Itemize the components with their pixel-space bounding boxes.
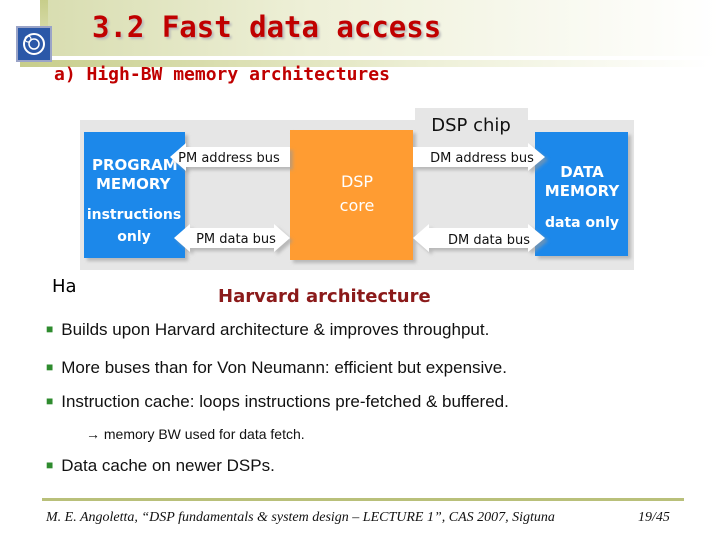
dsp-core-block [290,130,413,260]
pm-data-bus-arrow [174,224,290,252]
header-band [42,0,720,56]
dm-address-bus-arrow [413,143,545,171]
dsp-chip-label: DSP chip [431,115,511,136]
program-memory-label-1: PROGRAM [92,156,178,174]
slide-subtitle: a) High-BW memory architectures [54,64,390,85]
cern-logo-icon [16,26,52,62]
data-memory-label-2: MEMORY [545,182,621,200]
footer-divider [42,498,684,501]
dsp-chip-label-box [415,108,528,138]
bullet-item: ■ Builds upon Harvard architecture & impr… [46,320,489,340]
data-memory-note: data only [545,215,619,231]
program-memory-label-2: MEMORY [96,175,172,193]
footer-citation: M. E. Angoletta, “DSP fundamentals & sys… [46,510,555,525]
dsp-core-label-2: core [340,196,375,215]
bullet-item: ■ Instruction cache: loops instructions p… [46,392,509,412]
bullet-item: ■ More buses than for Von Neumann: effici… [46,358,507,378]
slide-title: 3.2 Fast data access [92,10,442,44]
pm-address-bus-label: PM address bus [178,151,280,166]
page-number: 19/45 [638,510,670,525]
program-memory-note-1: instructions [87,207,181,223]
sub-note: → memory BW used for data fetch. [86,426,305,442]
program-memory-note-2: only [117,229,151,245]
bullet-marker-icon: ■ [46,360,54,374]
bullet-text: Builds upon Harvard architecture & impro… [61,320,490,339]
dm-data-bus-label: DM data bus [448,233,530,248]
bullet-text: Instruction cache: loops instructions pr… [61,392,509,411]
bullet-item: ■ Data cache on newer DSPs. [46,456,275,476]
harvard-diagram: DSP chip PROGRAM MEMORY instructions onl… [80,108,634,270]
header-accent-horizontal [20,60,710,67]
pm-address-bus-arrow [170,143,290,171]
bullet-marker-icon: ■ [46,394,54,408]
bullet-marker-icon: ■ [46,322,54,336]
bullet-text: Data cache on newer DSPs. [61,456,275,475]
dm-address-bus-label: DM address bus [430,151,534,166]
diagram-caption: Harvard architecture [218,286,431,307]
bullet-text: More buses than for Von Neumann: efficie… [61,358,507,377]
bullet-marker-icon: ■ [46,458,54,472]
data-memory-block [535,132,628,256]
program-memory-block [84,132,185,258]
partially-hidden-text: Ha [52,276,77,297]
data-memory-label-1: DATA [560,163,604,181]
dm-data-bus-arrow [413,224,545,252]
dsp-core-label-1: DSP [341,172,373,191]
pm-data-bus-label: PM data bus [196,232,276,247]
